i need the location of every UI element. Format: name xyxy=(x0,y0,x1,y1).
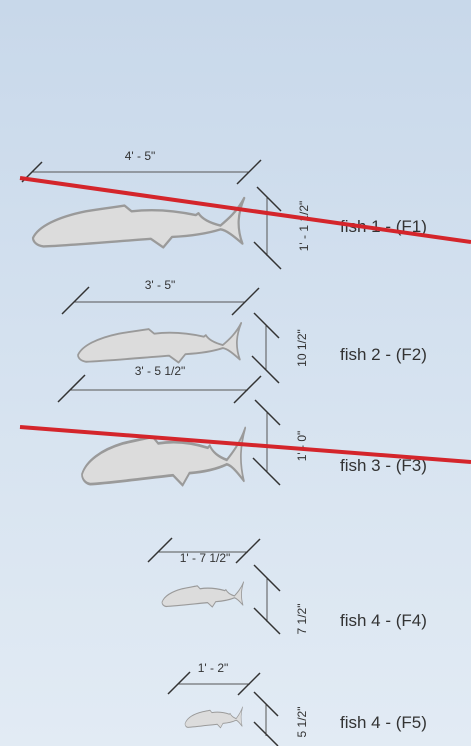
fish-2-silhouette xyxy=(77,322,243,364)
fish-4-silhouette xyxy=(161,581,245,608)
fish-3-height-label: 1' - 0" xyxy=(295,431,309,462)
fish-5-length-label: 1' - 2" xyxy=(198,661,229,675)
fish-group-5: 1' - 2" 5 1/2" fish 4 - (F5) xyxy=(167,661,427,746)
fish-4-label: fish 4 - (F4) xyxy=(340,611,427,630)
fish-3-label: fish 3 - (F3) xyxy=(340,456,427,475)
fish-5-length-dimension: 1' - 2" xyxy=(167,661,261,696)
fish-3-length-dimension: 3' - 5 1/2" xyxy=(57,364,262,404)
fish-3-strike-line xyxy=(19,425,471,464)
fish-4-height-dimension: 7 1/2" xyxy=(253,564,309,635)
fish-2-length-label: 3' - 5" xyxy=(145,278,176,292)
fish-1-height-dimension: 1' - 1 1/2" xyxy=(253,186,311,270)
fish-2-label: fish 2 - (F2) xyxy=(340,345,427,364)
fish-2-length-dimension: 3' - 5" xyxy=(61,278,260,316)
fish-1-strike-line xyxy=(19,176,471,244)
fish-2-height-dimension: 10 1/2" xyxy=(251,312,309,384)
fish-group-2: 3' - 5" 10 1/2" fish 2 - (F2) xyxy=(61,278,427,384)
fish-1-height-label: 1' - 1 1/2" xyxy=(297,201,311,252)
fish-4-height-label: 7 1/2" xyxy=(295,604,309,635)
fish-group-3: 3' - 5 1/2" 1' - 0" fish 3 - (F3) xyxy=(19,364,471,487)
fish-4-length-label: 1' - 7 1/2" xyxy=(180,551,231,565)
fish-5-height-label: 5 1/2" xyxy=(295,707,309,738)
fish-2-height-label: 10 1/2" xyxy=(295,329,309,367)
fish-1-length-label: 4' - 5" xyxy=(125,149,156,163)
fish-5-height-dimension: 5 1/2" xyxy=(253,691,309,746)
fish-5-silhouette xyxy=(184,706,244,729)
fish-5-label: fish 4 - (F5) xyxy=(340,713,427,732)
fish-group-4: 1' - 7 1/2" 7 1/2" fish 4 - (F4) xyxy=(147,537,427,635)
fish-3-height-dimension: 1' - 0" xyxy=(252,399,309,486)
fish-4-length-dimension: 1' - 7 1/2" xyxy=(147,537,261,565)
fish-3-length-label: 3' - 5 1/2" xyxy=(135,364,186,378)
fish-1-length-dimension: 4' - 5" xyxy=(21,149,262,185)
fish-group-1: 4' - 5" 1' - 1 1/2" fish 1 - (F1) xyxy=(19,149,471,270)
